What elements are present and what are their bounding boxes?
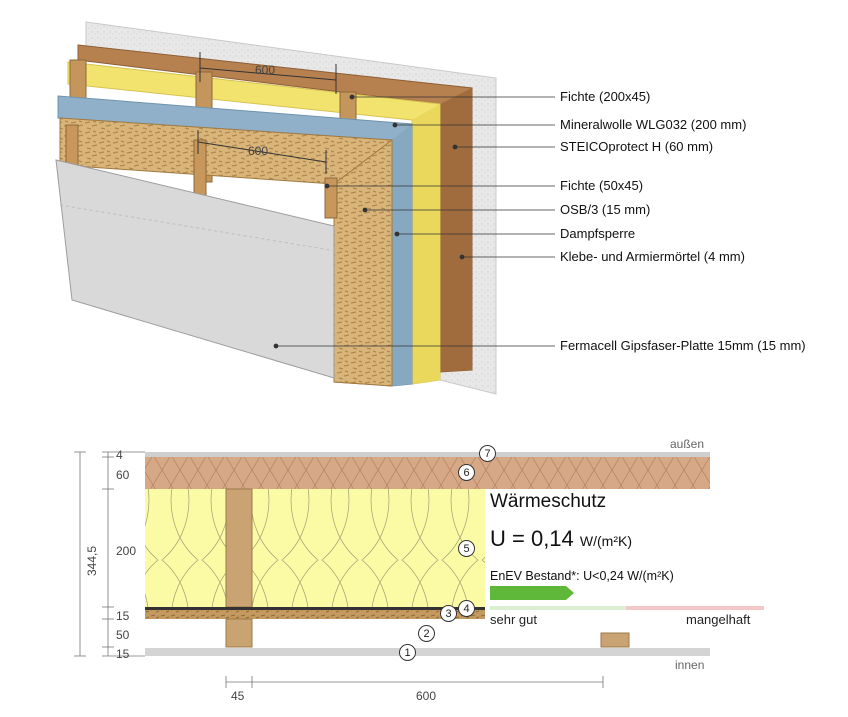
mineral-wool-side xyxy=(412,104,440,384)
iso-dim-top: 600 xyxy=(255,63,275,77)
iso-dim-bottom: 600 xyxy=(248,144,268,158)
section-stud xyxy=(225,488,253,608)
label-vapour-barrier: Dampfsperre xyxy=(560,226,636,241)
scale-bad-segment xyxy=(626,606,764,610)
section-osb xyxy=(145,610,485,619)
marker-5: 5 xyxy=(458,540,475,557)
label-steico: STEICOprotect H (60 mm) xyxy=(560,139,714,154)
label-mineral-wool: Mineralwolle WLG032 (200 mm) xyxy=(560,117,747,132)
marker-1: 1 xyxy=(399,644,416,661)
section-plaster xyxy=(145,452,710,457)
section-wood-fibre xyxy=(145,457,710,489)
u-value: U = 0,14 W/(m²K) xyxy=(490,526,632,552)
wood-fibre-board-side xyxy=(440,88,472,372)
stud-small-2 xyxy=(193,139,207,201)
gypsum-fibre-board xyxy=(55,159,335,379)
bottom-dim-spacing: 600 xyxy=(416,689,436,703)
section-batten-1 xyxy=(225,618,253,648)
label-spruce-small: Fichte (50x45) xyxy=(560,178,644,193)
u-value-unit: W/(m²K) xyxy=(579,533,632,549)
wall-section: 344,5 4 60 200 15 50 15 45 600 xyxy=(74,448,764,703)
scale-label-bad: mangelhaft xyxy=(686,612,751,627)
section-vapour-barrier xyxy=(145,607,485,610)
section-batten-2 xyxy=(600,632,630,648)
total-thickness: 344,5 xyxy=(85,546,99,576)
marker-7: 7 xyxy=(479,445,496,462)
scale-label-good: sehr gut xyxy=(490,612,537,627)
marker-2: 2 xyxy=(418,625,435,642)
thickness-fibre: 60 xyxy=(116,468,130,482)
enev-requirement: EnEV Bestand*: U<0,24 W/(m²K) xyxy=(490,569,674,583)
section-gypsum xyxy=(145,648,710,656)
label-mortar: Klebe- und Armiermörtel (4 mm) xyxy=(560,249,745,264)
outside-label: außen xyxy=(670,437,705,451)
section-mineral-wool xyxy=(145,489,485,607)
marker-4: 4 xyxy=(458,600,475,617)
marker-3: 3 xyxy=(440,605,457,622)
label-osb: OSB/3 (15 mm) xyxy=(560,202,651,217)
label-gypsum-board: Fermacell Gipsfaser-Platte 15mm (15 mm) xyxy=(560,338,806,353)
marker-6: 6 xyxy=(458,464,475,481)
isometric-wall-view: 600 600 xyxy=(55,21,555,395)
osb-side xyxy=(333,138,393,387)
inside-label: innen xyxy=(675,658,705,672)
label-spruce-large: Fichte (200x45) xyxy=(560,89,651,104)
thickness-plaster: 4 xyxy=(116,448,123,462)
thermal-title: Wärmeschutz xyxy=(490,491,607,512)
scale-good-segment xyxy=(490,606,626,610)
thickness-gypsum: 15 xyxy=(116,647,130,661)
thickness-wool: 200 xyxy=(116,544,136,558)
bottom-dim-batten: 45 xyxy=(231,689,245,703)
thickness-osb: 15 xyxy=(116,609,130,623)
u-value-arrow xyxy=(490,586,574,600)
u-value-number: U = 0,14 xyxy=(490,526,574,551)
thickness-batten: 50 xyxy=(116,628,130,642)
vapour-barrier-side xyxy=(392,124,412,386)
